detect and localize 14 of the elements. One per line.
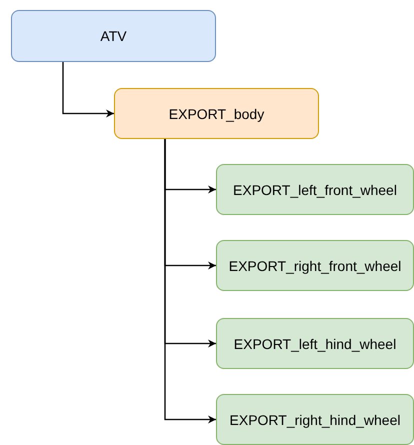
body-box [114,88,319,139]
node-label: EXPORT_left_hind_wheel [234,336,396,352]
connector-arrow [164,139,216,424]
part-box [216,318,414,369]
part-box [216,394,414,445]
connector-arrow [62,62,114,118]
node-label: ATV [100,28,127,44]
part-box [216,164,414,215]
node-label: EXPORT_right_hind_wheel [230,412,400,428]
node-label: EXPORT_right_front_wheel [228,258,402,274]
node-label: EXPORT_left_front_wheel [233,182,397,198]
root-box [11,10,216,62]
node-label: EXPORT_body [168,106,264,122]
part-box [216,240,414,291]
